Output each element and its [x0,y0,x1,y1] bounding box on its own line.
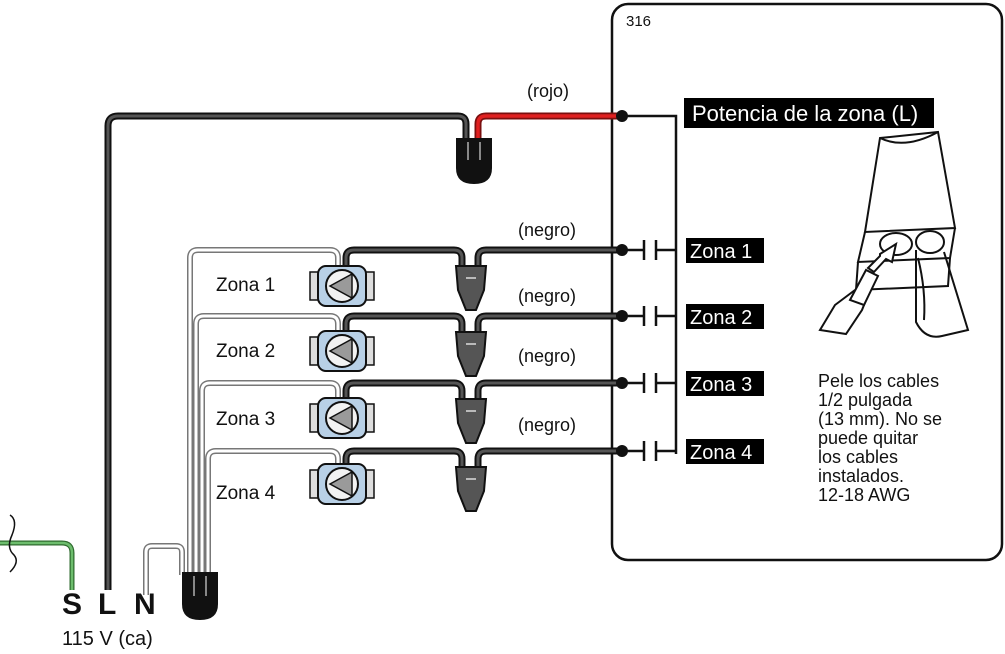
zone-1-terminal-dot [616,244,628,256]
instruction-line-2: 1/2 pulgada [818,390,913,410]
zone-power-label-bg [684,98,934,128]
instruction-line-1: Pele los cables [818,371,939,391]
black-wire-label-1: (negro) [518,220,576,240]
wire-nut-neutral [182,572,218,620]
wire-nut-zone-1 [454,265,488,311]
module-zone-3-label: Zona 3 [690,374,752,396]
wire-nut-power [456,138,492,184]
zone-4-black-wire [342,447,622,474]
zone-4-label-bg [686,439,764,464]
line-hot-wire [104,112,470,590]
pump-zone-2 [309,330,375,372]
black-wire-label-4: (negro) [518,415,576,435]
internal-power-bus [622,114,678,250]
power-terminal-dot [616,110,628,122]
instruction-line-3: (13 mm). No se [818,409,942,429]
instruction-line-5: los cables [818,447,898,467]
relay-zone-4 [622,441,676,461]
pump-label-3: Zona 3 [216,409,275,430]
pump-zone-1 [309,265,375,307]
module-zone-4-label: Zona 4 [690,442,752,464]
module-model: 316 [626,13,651,30]
wire-nut-zone-2 [454,331,488,377]
zone-4-terminal-dot [616,445,628,457]
pump-label-2: Zona 2 [216,341,275,362]
terminal-s: S [62,588,82,621]
zone-3-black-wire [342,379,622,407]
neutral-wires [143,247,341,595]
supply-voltage: 115 V (ca) [62,628,153,650]
instruction-line-7: 12-18 AWG [818,485,910,505]
zone-2-terminal-dot [616,310,628,322]
pump-zone-3 [309,397,375,439]
wire-nut-zone-3 [454,398,488,444]
zone-1-black-wire [342,246,622,275]
zone-1-label-bg [686,238,764,263]
module-zone-2-label: Zona 2 [690,307,752,329]
black-wire-label-2: (negro) [518,286,576,306]
zone-2-label-bg [686,304,764,329]
pump-label-1: Zona 1 [216,275,275,296]
pump-label-4: Zona 4 [216,483,276,504]
zone-2-black-wire [342,312,622,340]
zone-power-label: Potencia de la zona (L) [692,101,918,126]
control-module-box [610,2,1004,562]
ground-wire [0,514,75,590]
terminal-connector-illustration [818,130,970,338]
pump-zone-4 [309,463,375,505]
red-wire-label: (rojo) [527,81,569,101]
zone-3-terminal-dot [616,377,628,389]
module-zone-1-label: Zona 1 [690,241,752,263]
black-wire-label-3: (negro) [518,346,576,366]
wire-nut-zone-4 [454,466,488,512]
zone-3-label-bg [686,371,764,396]
red-wire [474,112,622,140]
instruction-line-6: instalados. [818,466,904,486]
instruction-line-4: puede quitar [818,428,918,448]
terminal-l: L [98,588,116,621]
terminal-n: N [134,588,156,621]
